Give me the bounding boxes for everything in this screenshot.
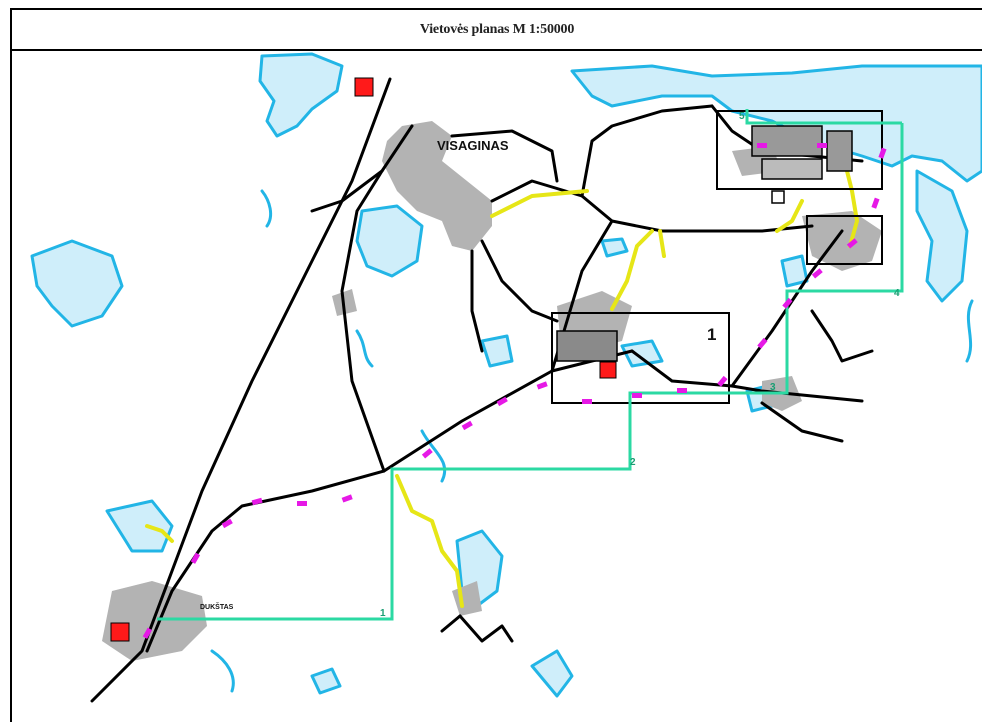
road-east-spur [810, 309, 874, 363]
site-plan-map: VISAGINAS DUKŠTAS 1 1 2 3 4 5 [30, 52, 982, 703]
urban-small-2 [452, 581, 482, 616]
label-visaginas: VISAGINAS [437, 138, 509, 153]
stream-4 [355, 329, 374, 368]
road-dukstas-south [458, 614, 514, 643]
road-visaginas-east [450, 129, 559, 183]
plant-building-3 [826, 130, 853, 172]
pipeline-marker [582, 399, 592, 404]
pipeline-marker [782, 297, 793, 309]
pond-small-2 [480, 334, 514, 368]
label-area-number: 1 [707, 325, 716, 344]
map-frame: Vietovės planas M 1:50000 [10, 8, 982, 722]
pond-small-5 [620, 339, 664, 368]
yellow-road-east [775, 199, 804, 233]
label-dukstas: DUKŠTAS [200, 602, 234, 611]
road-south-east [630, 349, 864, 403]
pipeline-marker [757, 143, 767, 148]
streams [210, 189, 974, 693]
pipeline-marker [461, 420, 473, 431]
pond-small-1 [600, 237, 629, 258]
road-north-link [580, 104, 714, 198]
pipeline-marker [496, 396, 508, 407]
box-center-site [551, 312, 730, 404]
pipeline-marker [632, 393, 642, 398]
routes [157, 109, 904, 621]
pipeline-marker [536, 381, 548, 390]
stream-1 [260, 189, 273, 228]
label-route-1: 1 [380, 608, 386, 619]
stream-2 [420, 429, 447, 483]
pipeline-markers [142, 143, 887, 639]
route-line-2 [745, 109, 902, 125]
yellow-road-east-2 [845, 169, 859, 248]
pipeline-marker [871, 197, 880, 209]
label-route-3: 3 [770, 382, 776, 393]
road-west-spur [470, 249, 484, 353]
road-visaginas-west [310, 169, 384, 213]
lake-northwest [258, 52, 344, 138]
pipeline-marker [421, 448, 433, 459]
pond-small-6 [310, 667, 342, 695]
pipeline-marker [190, 552, 201, 564]
yellow-road-center [610, 229, 654, 311]
pipeline-marker [757, 337, 768, 349]
map-title: Vietovės planas M 1:50000 [419, 21, 575, 37]
center-site-building [556, 330, 618, 362]
road-west-loop [340, 124, 414, 473]
yellow-road-south [395, 474, 464, 608]
pipeline-marker [251, 497, 263, 506]
pond-south [530, 649, 574, 698]
lake-west [30, 239, 124, 328]
plant-building-1 [751, 125, 823, 157]
plant-building-2 [761, 158, 823, 180]
water-bodies [30, 52, 982, 698]
label-route-5: 5 [739, 111, 745, 122]
pipeline-marker [142, 627, 153, 639]
plant-area [556, 125, 853, 362]
box-plant-south [806, 215, 883, 265]
pipeline-marker [811, 268, 823, 279]
road-inner-loop [480, 239, 559, 323]
urban-visaginas [382, 121, 492, 251]
location-markers [110, 77, 617, 642]
label-route-2: 2 [630, 457, 636, 468]
pipeline-marker [846, 238, 858, 249]
pipeline-marker [717, 375, 728, 387]
title-bar: Vietovės planas M 1:50000 [12, 10, 982, 51]
yellow-road-sw [145, 524, 174, 543]
road-sw-highway [145, 469, 386, 653]
pipeline-marker [677, 388, 687, 393]
stream-3 [965, 299, 974, 363]
red-square-marker-north [354, 77, 374, 97]
pipeline-marker [341, 494, 353, 503]
lake-east-strip [915, 169, 969, 303]
stream-5 [210, 649, 235, 693]
pipeline-marker [297, 501, 307, 506]
urban-east [802, 211, 882, 271]
pipeline-marker [817, 143, 827, 148]
yellow-road-spur [658, 229, 666, 258]
highlighted-roads [145, 169, 859, 608]
lake-southwest-shore [105, 499, 174, 553]
road-south-town [760, 401, 844, 443]
pipeline-marker [221, 518, 233, 529]
label-route-4: 4 [894, 288, 900, 299]
road-diag-center [382, 349, 634, 473]
pipeline-marker [878, 147, 887, 159]
road-dukstas-west [440, 614, 462, 633]
lake-central [355, 204, 424, 278]
red-square-marker-southwest [110, 622, 130, 642]
red-square-marker-center [599, 361, 617, 379]
yellow-road-north [490, 189, 589, 218]
plant-building-4 [771, 190, 785, 204]
